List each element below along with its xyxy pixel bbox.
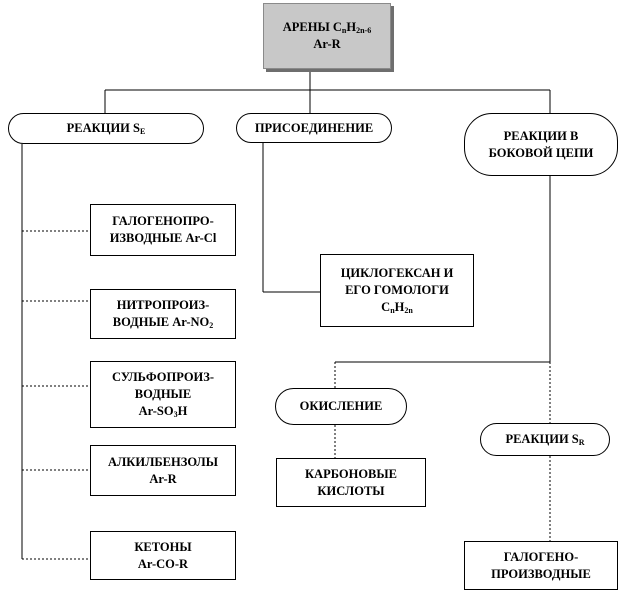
nitro-derivatives-box: НИТРОПРОИЗ- ВОДНЫЕ Ar-NO2: [90, 289, 236, 339]
sulfo-derivatives-box: СУЛЬФОПРОИЗ- ВОДНЫЕ Ar-SO3H: [90, 361, 236, 428]
side-chain-reactions-node: РЕАКЦИИ В БОКОВОЙ ЦЕПИ: [464, 113, 618, 176]
alkylbenzenes-box: АЛКИЛБЕНЗОЛЫ Ar-R: [90, 445, 236, 496]
sr-reactions-node: РЕАКЦИИ SR: [480, 423, 610, 456]
cyclohexane-box: ЦИКЛОГЕКСАН И ЕГО ГОМОЛОГИ CnH2n: [320, 254, 474, 327]
arenes-node: АРЕНЫ CnH2n-6 Ar-R: [263, 3, 391, 69]
halogen-derivatives-box: ГАЛОГЕНОПРО- ИЗВОДНЫЕ Ar-Cl: [90, 204, 236, 256]
halogen-side-derivatives-box: ГАЛОГЕНО- ПРОИЗВОДНЫЕ: [464, 541, 618, 590]
carboxylic-acids-box: КАРБОНОВЫЕ КИСЛОТЫ: [276, 458, 426, 507]
addition-node: ПРИСОЕДИНЕНИЕ: [236, 113, 392, 143]
oxidation-node: ОКИСЛЕНИЕ: [275, 388, 407, 425]
se-reactions-node: РЕАКЦИИ SE: [8, 113, 204, 144]
ketones-box: КЕТОНЫ Ar-CO-R: [90, 531, 236, 580]
